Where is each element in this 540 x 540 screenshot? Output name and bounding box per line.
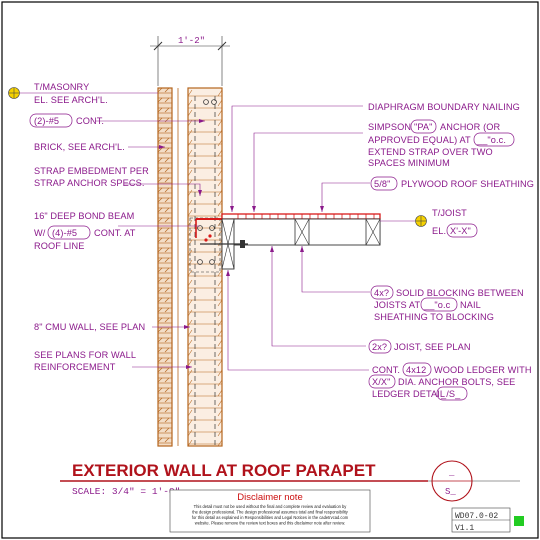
label-strap-1: STRAP EMBEDMENT PER: [34, 166, 149, 176]
top-rebar: [203, 99, 209, 105]
label-cont-text: CONT.: [76, 116, 104, 126]
title-block: EXTERIOR WALL AT ROOF PARAPET SCALE: 3/4…: [60, 460, 524, 533]
elevation-marker-joist: [380, 215, 427, 227]
leader-arrows: [159, 119, 324, 369]
disclaimer-line-4: website. Please remove the review text b…: [195, 521, 345, 526]
disclaimer-line-3: for this detail as explained in Responsi…: [192, 515, 349, 520]
wall-assembly: [157, 87, 223, 447]
detail-number: WD07.0-02: [455, 512, 498, 521]
label-blocking-1: SOLID BLOCKING BETWEEN: [396, 288, 524, 298]
label-bond-1: 16" DEEP BOND BEAM: [34, 211, 134, 221]
label-ledger-3a: LEDGER DETAIL: [372, 389, 445, 399]
disclaimer-heading: Disclaimer note: [237, 492, 302, 503]
label-joist-text: JOIST, SEE PLAN: [394, 342, 471, 352]
label-brick: BRICK, SEE ARCH'L.: [34, 142, 125, 152]
bond-beam-rebar: [197, 225, 203, 231]
label-blocking-2box: __"o.c: [423, 300, 451, 310]
disclaimer-box: [169, 489, 371, 533]
right-annotations: DIAPHRAGM BOUNDARY NAILING SIMPSON "PA" …: [368, 102, 534, 401]
tag-box: [29, 113, 73, 128]
label-simpson-2a: APPROVED EQUAL) AT: [368, 135, 471, 145]
label-diaphragm: DIAPHRAGM BOUNDARY NAILING: [368, 102, 520, 112]
label-masonry-2: EL. SEE ARCH'L.: [34, 95, 108, 105]
label-plywood-box: 5/8": [374, 179, 390, 189]
bubble-bottom: S_: [445, 487, 456, 497]
brick-hatch: [157, 87, 172, 444]
label-tjoist-1: T/JOIST: [432, 208, 467, 218]
elevation-marker-masonry: [8, 87, 158, 99]
label-ledger-1a: CONT.: [372, 365, 400, 375]
label-blocking-box: 4x?: [374, 288, 389, 298]
label-blocking-3: SHEATHING TO BLOCKING: [374, 312, 494, 322]
dimension-label: 1'-2": [178, 36, 205, 46]
label-joist-box: 2x?: [372, 342, 387, 352]
label-bond-3: ROOF LINE: [34, 241, 84, 251]
version-label: V1.1: [455, 524, 474, 533]
label-simpson-1box: "PA": [414, 122, 433, 132]
label-blocking-2a: JOISTS AT: [374, 300, 420, 310]
label-cont-box: (2)-#5: [34, 116, 59, 126]
dimension: 1'-2": [150, 36, 230, 86]
cmu-hatch: [187, 89, 223, 447]
label-bond-2box: (4)-#5: [52, 228, 77, 238]
label-ledger-2b: DIA. ANCHOR BOLTS, SEE: [398, 377, 515, 387]
label-blocking-2b: NAIL: [460, 300, 481, 310]
cmu-wall: [187, 87, 223, 447]
label-simpson-1a: SIMPSON: [368, 122, 411, 132]
disclaimer-line-1: This detail must not be used without the…: [194, 504, 348, 509]
label-simpson-4: SPACES MINIMUM: [368, 158, 450, 168]
label-ledger-1box: 4x12: [406, 365, 426, 375]
leader-lines: [95, 105, 370, 371]
label-simpson-1b: ANCHOR (OR: [440, 122, 500, 132]
label-ledger-3box: _/S_: [440, 389, 461, 399]
label-plans-2: REINFORCEMENT: [34, 362, 116, 372]
label-ledger-1b: WOOD LEDGER WITH: [434, 365, 532, 375]
label-bond-2b: CONT. AT: [94, 228, 136, 238]
label-plans-1: SEE PLANS FOR WALL: [34, 350, 136, 360]
roof-framing: [195, 213, 381, 270]
label-tjoist-2box: X'-X": [450, 226, 471, 236]
scale-label: SCALE: 3/4" = 1'-0": [72, 486, 180, 497]
left-annotations: T/MASONRY EL. SEE ARCH'L. (2)-#5 CONT. B…: [29, 82, 149, 372]
status-indicator: [514, 516, 524, 526]
label-masonry-1: T/MASONRY: [34, 82, 89, 92]
bubble-top: _: [448, 468, 455, 478]
label-simpson-2box: __"o.c.: [476, 135, 506, 145]
label-simpson-3: EXTEND STRAP OVER TWO: [368, 147, 493, 157]
label-ledger-2box: X/X": [372, 377, 390, 387]
label-tjoist-2a: EL.: [432, 226, 446, 236]
label-plywood-text: PLYWOOD ROOF SHEATHING: [401, 179, 534, 189]
label-cmu: 8" CMU WALL, SEE PLAN: [34, 322, 145, 332]
detail-title: EXTERIOR WALL AT ROOF PARAPET: [72, 461, 376, 480]
label-bond-2a: W/: [34, 228, 46, 238]
disclaimer-line-2: the design professional. The design prof…: [192, 510, 349, 515]
label-strap-2: STRAP ANCHOR SPECS.: [34, 178, 144, 188]
